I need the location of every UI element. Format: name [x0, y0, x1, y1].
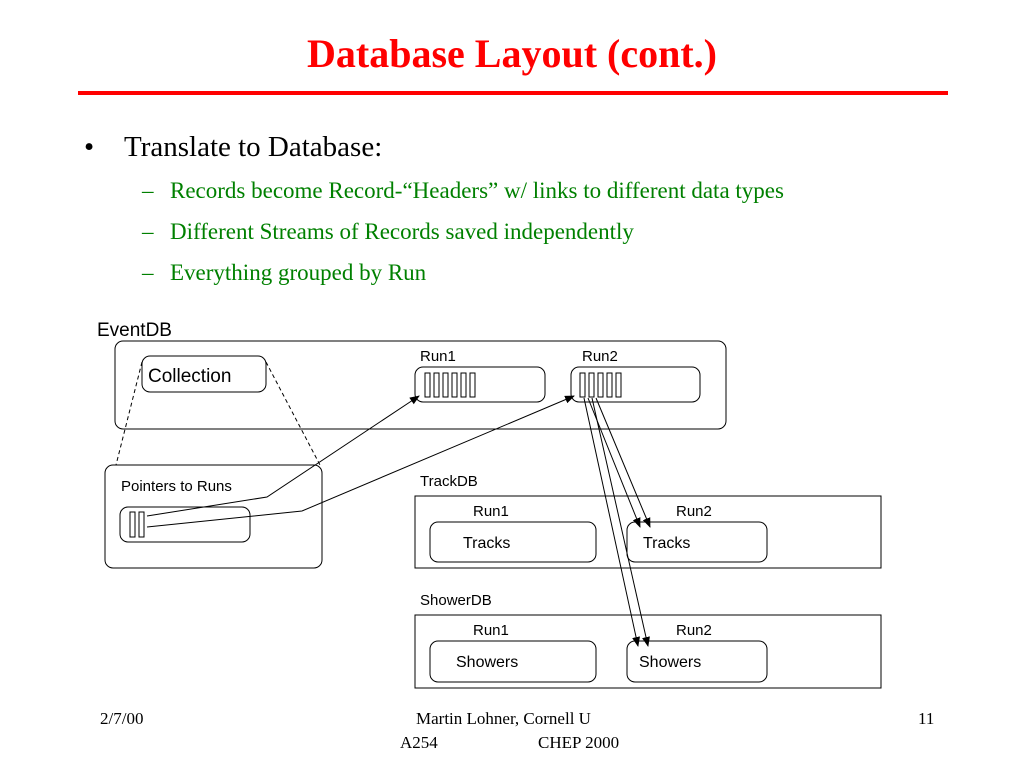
- footer-conference: CHEP 2000: [538, 733, 620, 752]
- eventdb-run1-label: Run1: [420, 348, 456, 365]
- arrow-pointer-to-run2: [146, 395, 575, 528]
- trackdb-label: TrackDB: [420, 473, 478, 490]
- arrow-run2-to-showers-a: [583, 397, 640, 647]
- eventdb-run1-box: [414, 366, 546, 403]
- sub-bullet-text: Everything grouped by Run: [170, 260, 427, 285]
- footer-date: 2/7/00: [100, 709, 144, 728]
- arrow-pointer-to-run1: [146, 395, 420, 517]
- pointer-slots: [129, 511, 145, 538]
- eventdb-label: EventDB: [97, 320, 172, 341]
- showerdb-run2-showers: Showers: [639, 654, 701, 671]
- sub-bullet-text: Records become Record-“Headers” w/ links…: [170, 178, 784, 203]
- trackdb-run1-label: Run1: [473, 503, 509, 520]
- pointers-label: Pointers to Runs: [121, 478, 232, 495]
- trackdb-run2-tracks: Tracks: [643, 535, 690, 552]
- dash-glyph: –: [142, 178, 154, 203]
- zoom-line-left: [115, 361, 143, 466]
- showerdb-label: ShowerDB: [420, 592, 492, 609]
- trackdb-run2-label: Run2: [676, 503, 712, 520]
- zoom-line-right: [265, 361, 321, 466]
- trackdb-run1-box: [429, 521, 597, 563]
- eventdb-run2-box: [570, 366, 701, 403]
- showerdb-run2-box: [626, 640, 768, 683]
- trackdb-run2-box: [626, 521, 768, 563]
- pointers-inner-box: [119, 506, 251, 543]
- trackdb-box: [414, 495, 882, 569]
- sub-bullet-3: –Everything grouped by Run: [142, 259, 426, 287]
- showerdb-run1-box: [429, 640, 597, 683]
- showerdb-run1-label: Run1: [473, 622, 509, 639]
- arrow-run2-to-tracks-b: [595, 397, 651, 528]
- run2-record-slots: [579, 372, 622, 398]
- bullet-dot: •: [84, 131, 95, 163]
- dash-glyph: –: [142, 219, 154, 244]
- sub-bullet-text: Different Streams of Records saved indep…: [170, 219, 634, 244]
- arrow-run2-to-tracks-a: [587, 397, 641, 528]
- showerdb-run2-label: Run2: [676, 622, 712, 639]
- eventdb-box: [114, 340, 727, 430]
- footer-page-number: 11: [918, 709, 935, 728]
- bullet-item: • Translate to Database:: [84, 130, 382, 164]
- bullet-text: Translate to Database:: [124, 131, 383, 163]
- run1-record-slots: [424, 372, 476, 398]
- showerdb-box: [414, 614, 882, 689]
- showerdb-run1-showers: Showers: [456, 654, 518, 671]
- footer-author: Martin Lohner, Cornell U: [416, 709, 591, 728]
- trackdb-run1-tracks: Tracks: [463, 535, 510, 552]
- sub-bullet-1: –Records become Record-“Headers” w/ link…: [142, 177, 784, 205]
- sub-bullet-2: –Different Streams of Records saved inde…: [142, 218, 634, 246]
- dash-glyph: –: [142, 260, 154, 285]
- footer-session: A254: [400, 733, 438, 752]
- pointers-box: [104, 464, 323, 569]
- collection-box: [141, 355, 267, 393]
- slide-title: Database Layout (cont.): [307, 31, 717, 76]
- arrow-run2-to-showers-b: [591, 397, 650, 647]
- title-underline: [78, 91, 948, 95]
- eventdb-run2-label: Run2: [582, 348, 618, 365]
- collection-label: Collection: [148, 366, 231, 387]
